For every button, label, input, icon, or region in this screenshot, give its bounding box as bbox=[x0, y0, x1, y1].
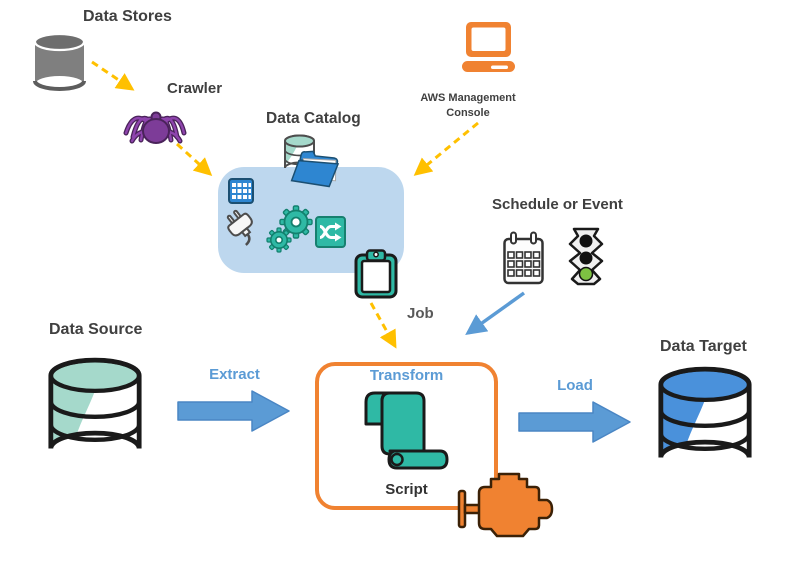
arrow-job-to-transform bbox=[369, 302, 397, 349]
script-label: Script bbox=[385, 481, 428, 498]
load-label: Load bbox=[557, 377, 593, 394]
database-folder-icon bbox=[284, 134, 340, 188]
data-catalog-label: Data Catalog bbox=[266, 110, 361, 127]
data-target-label: Data Target bbox=[660, 338, 747, 355]
clipboard-icon bbox=[354, 249, 398, 299]
extract-label: Extract bbox=[209, 366, 260, 383]
spider-icon bbox=[123, 111, 187, 144]
schedule-or-event-label: Schedule or Event bbox=[492, 196, 623, 213]
data-source-label: Data Source bbox=[49, 321, 143, 338]
engine-icon bbox=[457, 472, 554, 538]
database-cylinder-teal-icon bbox=[48, 357, 142, 449]
database-cylinder-gray-icon bbox=[33, 32, 86, 91]
traffic-light-icon bbox=[568, 227, 604, 286]
data-stores-label: Data Stores bbox=[83, 8, 172, 25]
arrow-schedule-to-job bbox=[465, 291, 526, 336]
job-label: Job bbox=[407, 305, 434, 322]
transform-label: Transform bbox=[369, 367, 444, 384]
table-grid-icon bbox=[228, 178, 254, 204]
arrow-crawler-to-catalog bbox=[175, 142, 213, 177]
plug-icon bbox=[226, 209, 253, 246]
calendar-icon bbox=[503, 231, 544, 285]
script-scroll-icon bbox=[364, 391, 449, 470]
arrow-console-to-catalog bbox=[413, 121, 479, 176]
gears-icon bbox=[266, 205, 313, 253]
laptop-icon bbox=[462, 22, 515, 72]
extract-arrow bbox=[177, 390, 290, 432]
arrow-stores-to-crawler bbox=[91, 60, 135, 91]
load-arrow bbox=[518, 401, 631, 443]
crawler-label: Crawler bbox=[167, 80, 223, 97]
database-cylinder-blue-icon bbox=[658, 366, 752, 458]
aws-console-label: AWS Management Console bbox=[420, 92, 516, 119]
shuffle-icon bbox=[315, 216, 346, 248]
